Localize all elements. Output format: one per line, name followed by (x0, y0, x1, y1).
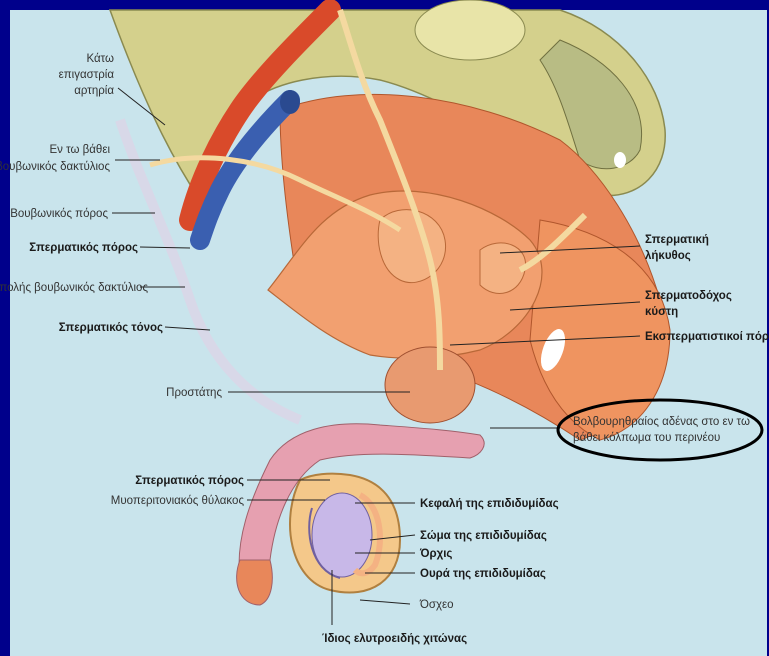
label-soma: Σώμα της επιδιδυμίδας (420, 530, 547, 542)
prostate (385, 347, 475, 423)
label-spermatikos-poros-2: Σπερματικός πόρος (135, 475, 244, 487)
label-spermatikos-tonos: Σπερματικός τόνος (59, 322, 163, 334)
label-en-to-vathei-1: Εν τω βάθει (49, 144, 110, 156)
label-osxeo: Όσχεο (419, 599, 454, 611)
label-spermatiki-2: λήκυθος (645, 250, 691, 262)
label-kato-epigastria-3: αρτηρία (74, 85, 114, 97)
label-spermatiki-1: Σπερματική (645, 234, 709, 246)
label-epipolis: Επιπολής βουβωνικός δακτύλιος (0, 282, 148, 294)
femoral-head-bone (415, 0, 525, 60)
label-oura: Ουρά της επιδιδυμίδας (420, 568, 546, 580)
label-volvourethraios-2: βάθει κόλπωμα του περινέου (573, 432, 720, 444)
label-kato-epigastria-1: Κάτω (86, 53, 114, 65)
label-kefali: Κεφαλή της επιδιδυμίδας (420, 498, 559, 510)
label-ekspermatistikoi: Εκσπερματιστικοί πόροι (645, 331, 769, 343)
glans (237, 560, 273, 605)
label-prostatis: Προστάτης (166, 387, 222, 399)
label-spermatodochos-2: κύστη (645, 306, 678, 318)
foramen (614, 152, 626, 168)
label-volvourethraios-1: Βολβουρηθραίος αδένας στο εν τω (573, 416, 750, 428)
label-idios: Ίδιος ελυτροειδής χιτώνας (322, 633, 467, 645)
vein-cut-end (280, 90, 300, 114)
label-spermatikos-poros-1: Σπερματικός πόρος (29, 242, 138, 254)
label-myoperitoniakos: Μυοπεριτονιακός θύλακος (111, 495, 245, 507)
label-vouvonikos-poros: Βουβωνικός πόρος (10, 208, 108, 220)
label-spermatodochos-1: Σπερματοδόχος (645, 290, 732, 302)
label-en-to-vathei-2: βουβωνικός δακτύλιος (0, 161, 110, 173)
label-kato-epigastria-2: επιγαστρία (59, 69, 115, 81)
label-orchis: Όρχις (419, 548, 452, 560)
